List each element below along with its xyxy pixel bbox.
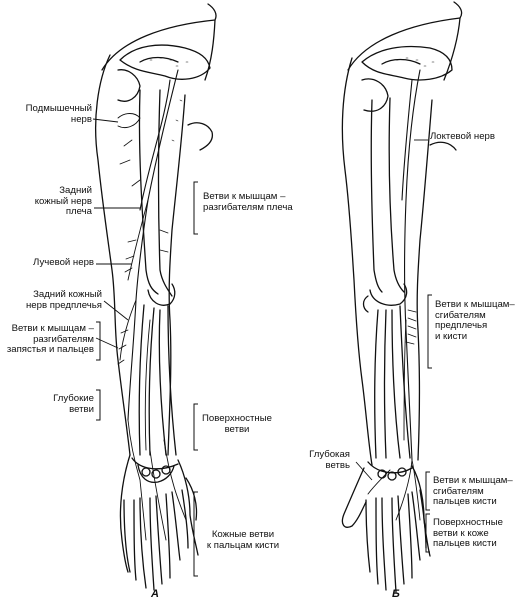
brackets: [96, 181, 432, 577]
label-branches-flexors-forearm-hand: Ветви к мышцам– сгибателям предплечья и …: [435, 299, 515, 342]
label-ulnar-nerve: Локтевой нерв: [430, 131, 495, 142]
panel-label-a: А: [151, 588, 159, 600]
label-deep-branches: Глубокие ветви: [53, 393, 94, 415]
label-branches-extensors-arm: Ветви к мышцам – разгибателям плеча: [203, 191, 293, 213]
label-radial-nerve: Лучевой нерв: [33, 257, 94, 268]
leader-lines: [92, 118, 428, 481]
panel-label-b: Б: [392, 588, 400, 600]
label-superficial-branches: Поверхностные ветви: [202, 413, 272, 435]
label-posterior-cutaneous-nerve-forearm: Задний кожный нерв предплечья: [26, 289, 102, 311]
label-cutaneous-branches-fingers: Кожные ветви к пальцам кисти: [206, 529, 280, 551]
label-deep-branch: Глубокая ветвь: [309, 449, 350, 471]
label-superficial-skin-branches: Поверхностные ветви к коже пальцев кисти: [433, 517, 503, 549]
label-branches-flexors-fingers: Ветви к мышцам– сгибателям пальцев кисти: [433, 475, 513, 507]
figure-b-arm: [341, 1, 463, 593]
label-posterior-cutaneous-nerve-arm: Задний кожный нерв плеча: [34, 185, 92, 217]
label-branches-extensors-wrist-fingers: Ветви к мышцам – разгибателям запястья и…: [6, 323, 94, 355]
figure-a-arm: [94, 3, 217, 591]
label-axillary-nerve: Подмышечный нерв: [25, 103, 92, 125]
